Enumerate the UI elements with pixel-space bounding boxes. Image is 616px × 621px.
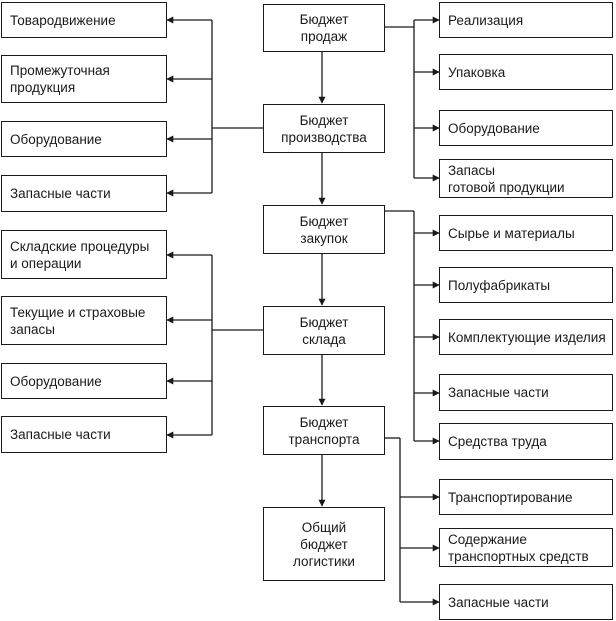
equipment-sales-box: Оборудование (439, 110, 613, 146)
transportation-box: Транспортирование (439, 479, 613, 515)
spare-parts-warehouse-box: Запасные части (1, 416, 167, 453)
finished-goods-stocks-box: Запасы готовой продукции (439, 159, 613, 198)
goods-movement-box: Товародвижение (1, 2, 167, 38)
semi-finished-box: Полуфабрикаты (439, 267, 613, 303)
purchasing-budget-box: Бюджет закупок (263, 205, 385, 254)
realization-box: Реализация (439, 2, 613, 38)
equipment-production-box: Оборудование (1, 121, 167, 157)
spare-parts-transport-box: Запасные части (439, 584, 613, 620)
packaging-box: Упаковка (439, 54, 613, 90)
transport-budget-box: Бюджет транспорта (263, 406, 385, 455)
components-box: Комплектующие изделия (439, 319, 613, 355)
spare-parts-purchasing-box: Запасные части (439, 374, 613, 411)
warehouse-budget-box: Бюджет склада (263, 306, 385, 355)
total-logistics-budget-box: Общий бюджет логистики (263, 507, 385, 581)
intermediate-products-box: Промежуточная продукция (1, 55, 167, 103)
vehicle-maintenance-box: Содержание транспортных средств (439, 528, 613, 567)
equipment-warehouse-box: Оборудование (1, 363, 167, 399)
production-budget-box: Бюджет производства (263, 104, 385, 153)
warehouse-procedures-box: Складские процедуры и операции (1, 230, 167, 279)
spare-parts-production-box: Запасные части (1, 175, 167, 212)
sales-budget-box: Бюджет продаж (263, 4, 385, 52)
current-safety-stocks-box: Текущие и страховые запасы (1, 296, 167, 345)
raw-materials-box: Сырье и материалы (439, 215, 613, 251)
means-of-labor-box: Средства труда (439, 423, 613, 460)
